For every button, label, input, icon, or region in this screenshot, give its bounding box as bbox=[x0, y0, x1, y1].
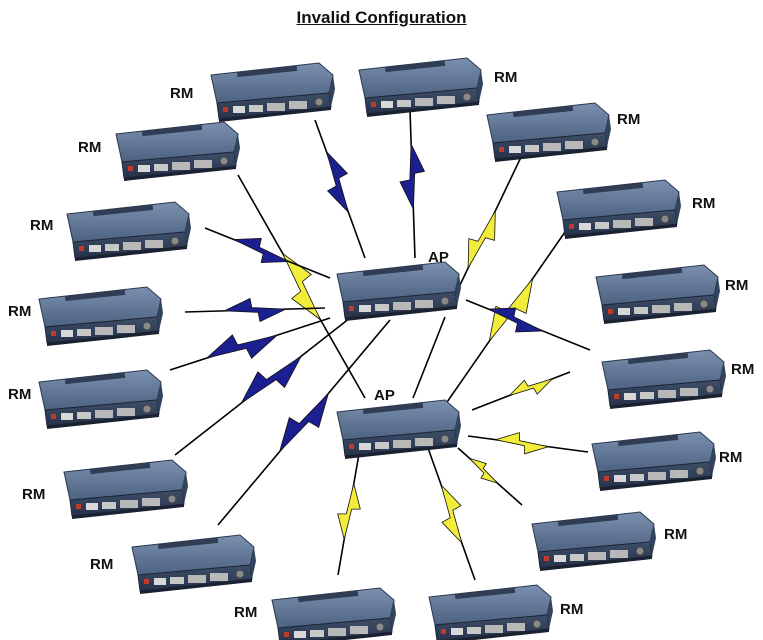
remote-modem-device bbox=[486, 102, 612, 163]
radio-link-bolt bbox=[233, 237, 289, 264]
radio-link-bolt bbox=[495, 432, 549, 455]
link-line bbox=[412, 316, 446, 399]
radio-link-bolt bbox=[508, 378, 553, 396]
radio-link-bolt bbox=[279, 393, 329, 452]
radio-link-bolt bbox=[440, 484, 463, 544]
remote-label: RM bbox=[692, 195, 715, 212]
diagram-title: Invalid Configuration bbox=[296, 8, 467, 27]
remote-modem-device bbox=[38, 286, 164, 347]
remote-label: RM bbox=[22, 486, 45, 503]
radio-link-bolt bbox=[240, 355, 302, 404]
remote-label: RM bbox=[90, 556, 113, 573]
remote-modem-device bbox=[115, 121, 241, 182]
remote-modem-device bbox=[210, 62, 336, 123]
remote-modem-device bbox=[63, 459, 189, 520]
radio-link-bolt bbox=[337, 483, 361, 540]
radio-link-bolt bbox=[399, 143, 426, 210]
remote-modem-device bbox=[531, 511, 657, 572]
remote-label: RM bbox=[725, 277, 748, 294]
radio-link-bolt bbox=[282, 253, 321, 320]
radio-link-bolt bbox=[224, 297, 286, 323]
radio-link-bolt bbox=[206, 334, 278, 359]
remote-label: RM bbox=[8, 303, 31, 320]
remote-label: RM bbox=[731, 361, 754, 378]
remote-label: RM bbox=[30, 217, 53, 234]
access-point-label: AP bbox=[428, 249, 449, 266]
access-point-device bbox=[336, 399, 462, 460]
remote-modem-device bbox=[358, 57, 484, 118]
remote-modem-device bbox=[428, 584, 554, 640]
radio-link-bolt bbox=[488, 307, 544, 333]
remote-label: RM bbox=[170, 85, 193, 102]
remote-modem-device bbox=[271, 587, 397, 640]
remote-label: RM bbox=[664, 526, 687, 543]
remote-modem-device bbox=[595, 264, 721, 325]
remote-label: RM bbox=[617, 111, 640, 128]
remote-modem-device bbox=[66, 201, 192, 262]
access-point-device bbox=[336, 261, 462, 322]
remote-label: RM bbox=[8, 386, 31, 403]
remote-label: RM bbox=[494, 69, 517, 86]
remote-label: RM bbox=[560, 601, 583, 618]
remote-modem-device bbox=[556, 179, 682, 240]
radio-link-bolt bbox=[326, 151, 349, 213]
remote-modem-device bbox=[38, 369, 164, 430]
remote-label: RM bbox=[719, 449, 742, 466]
radio-link-bolt bbox=[469, 457, 498, 484]
remote-label: RM bbox=[78, 139, 101, 156]
remote-modem-device bbox=[601, 349, 727, 410]
remote-modem-device bbox=[591, 431, 717, 492]
remote-modem-device bbox=[131, 534, 257, 595]
remote-label: RM bbox=[234, 604, 257, 621]
access-point-label: AP bbox=[374, 387, 395, 404]
radio-link-bolt bbox=[467, 210, 496, 269]
